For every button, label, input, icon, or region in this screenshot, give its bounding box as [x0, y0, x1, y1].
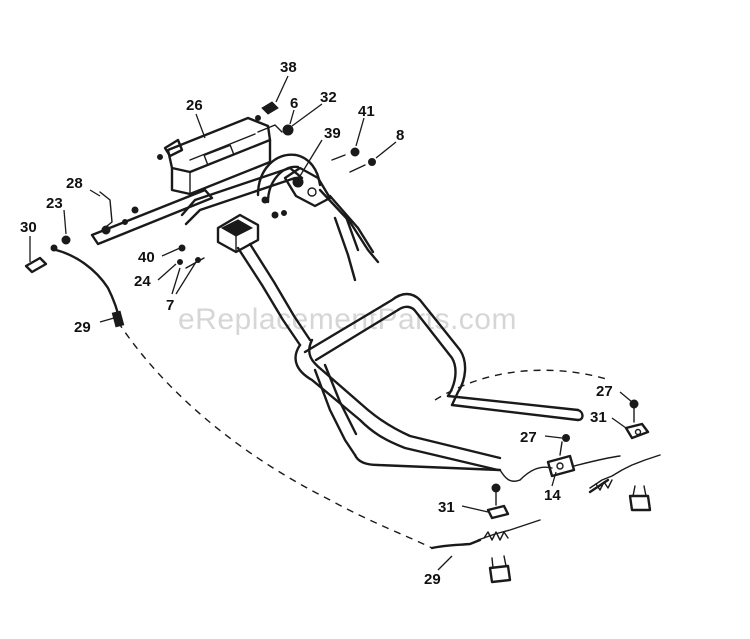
- lower-spring-assembly: [430, 483, 541, 584]
- callout-41: 41: [358, 103, 375, 120]
- pivot-bracket: [283, 166, 332, 208]
- callout-27-lower: 27: [520, 429, 537, 446]
- cable-route-dashed-right: [434, 369, 611, 401]
- callout-labels: 38 26 6 32 41 39 8 28 23 30 40 24 7 29 2…: [20, 59, 613, 588]
- callout-40: 40: [138, 249, 155, 266]
- callout-29-lower: 29: [424, 571, 441, 588]
- watermark-text: eReplacementParts.com: [178, 303, 517, 336]
- hardware-pieces: [24, 101, 376, 274]
- upper-cable: [54, 248, 125, 328]
- control-panel-bracket: [166, 116, 272, 196]
- callout-leaders: [29, 75, 633, 571]
- mounting-plate: [90, 188, 214, 246]
- callout-6: 6: [290, 95, 298, 112]
- callout-30: 30: [20, 219, 37, 236]
- callout-24: 24: [134, 273, 151, 290]
- cable-route-dashed: [117, 321, 433, 549]
- callout-7: 7: [166, 297, 174, 314]
- callout-32: 32: [320, 89, 337, 106]
- callout-31-lower: 31: [438, 499, 455, 516]
- callout-27-upper: 27: [596, 383, 613, 400]
- handle-assembly: [180, 153, 584, 472]
- callout-29-upper: 29: [74, 319, 91, 336]
- control-box: [216, 213, 260, 254]
- callout-31-upper: 31: [590, 409, 607, 426]
- callout-39: 39: [324, 125, 341, 142]
- center-cable-assembly: [499, 434, 621, 482]
- callout-38: 38: [280, 59, 297, 76]
- callout-26: 26: [186, 97, 203, 114]
- callout-23: 23: [46, 195, 63, 212]
- callout-8: 8: [396, 127, 404, 144]
- callout-28: 28: [66, 175, 83, 192]
- callout-14: 14: [544, 487, 561, 504]
